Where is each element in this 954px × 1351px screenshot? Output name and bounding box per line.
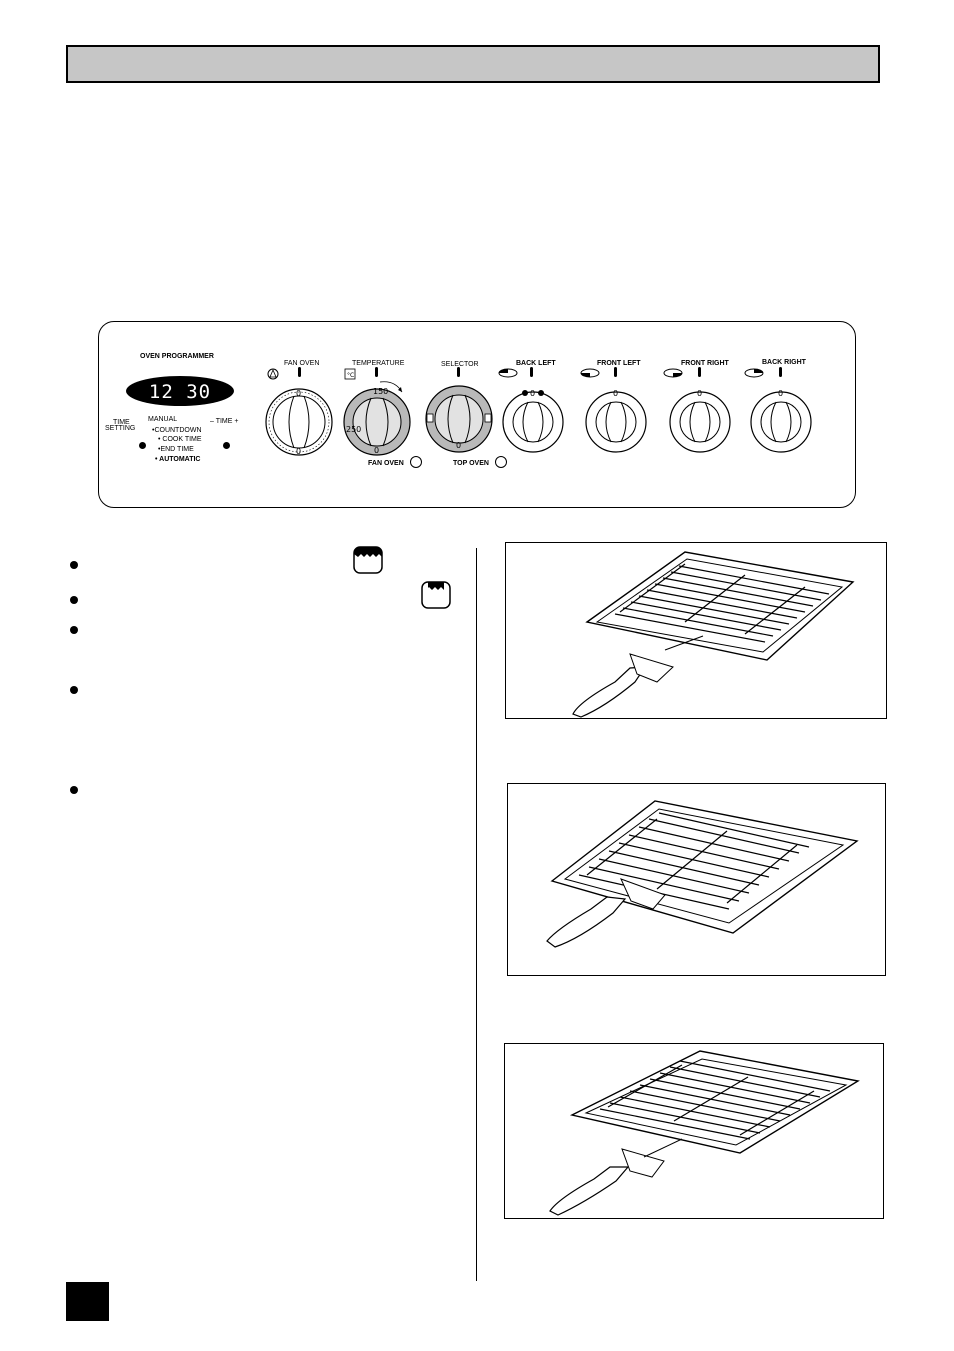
svg-text:0: 0 [778, 389, 783, 398]
svg-text:0: 0 [697, 389, 702, 398]
knob-label-fan-oven: FAN OVEN [284, 360, 320, 367]
celsius-symbol-icon: °C [344, 368, 356, 380]
svg-text:°C: °C [347, 372, 354, 379]
back-left-knob: 0 [502, 389, 564, 453]
fan-oven-lamp-label: FAN OVEN [368, 460, 404, 467]
grill-pan-figure-2 [546, 800, 859, 948]
knob-label-back-left: BACK LEFT [516, 360, 556, 367]
header-bar [66, 45, 880, 83]
grill-pan-figure-3 [549, 1050, 860, 1216]
mode-automatic: • AUTOMATIC [155, 456, 201, 463]
bullet-4 [70, 686, 78, 694]
svg-text:0: 0 [296, 447, 301, 456]
time-adjust-button[interactable] [223, 442, 230, 449]
front-left-knob: 0 [585, 389, 647, 453]
knobs-graphic: °C 0 0 150 250 0 0 0 [265, 367, 812, 456]
bullet-2 [70, 596, 78, 604]
control-panel [98, 321, 856, 508]
front-right-knob: 0 [669, 389, 731, 453]
hob-indicator-back-right [744, 368, 764, 378]
knob-label-temperature: TEMPERATURE [352, 360, 405, 367]
bullet-5 [70, 786, 78, 794]
temperature-knob: 150 250 0 [343, 387, 411, 456]
selector-knob: 0 [425, 385, 493, 453]
svg-text:0: 0 [374, 446, 379, 455]
knob-label-selector: SELECTOR [441, 361, 479, 368]
clock-display: 12 30 [126, 376, 234, 406]
svg-text:0: 0 [530, 389, 535, 398]
fan-symbol-icon [267, 368, 279, 380]
mode-countdown: •COUNTDOWN [152, 427, 202, 434]
svg-text:0: 0 [456, 441, 461, 450]
top-oven-lamp [495, 456, 507, 468]
bullet-3 [70, 626, 78, 634]
time-adjust-label: – TIME + [210, 418, 239, 425]
time-setting-label-1: TIME [113, 419, 130, 426]
knob-label-back-right: BACK RIGHT [762, 359, 806, 366]
svg-text:150: 150 [373, 387, 388, 396]
mode-end-time: •END TIME [158, 446, 194, 453]
svg-text:0: 0 [296, 389, 301, 398]
time-setting-button[interactable] [139, 442, 146, 449]
fan-oven-lamp [410, 456, 422, 468]
fan-oven-knob: 0 0 [265, 388, 333, 456]
page-number-block [66, 1282, 109, 1321]
hob-indicator-front-right [663, 368, 683, 378]
mode-manual: MANUAL [148, 416, 178, 423]
time-setting-label-2: SETTING [105, 425, 136, 432]
grill-pan-figure-1 [572, 551, 855, 718]
programmer-title: OVEN PROGRAMMER [140, 353, 214, 360]
hob-indicator-back-left [498, 368, 518, 378]
svg-text:0: 0 [613, 389, 618, 398]
grill-full-icon [353, 546, 383, 574]
hob-indicator-front-left [580, 368, 600, 378]
display-time: 12 30 [148, 381, 212, 403]
column-divider [476, 548, 477, 1281]
svg-text:250: 250 [346, 425, 361, 434]
mode-cook-time: • COOK TIME [158, 436, 202, 443]
grill-half-icon [421, 581, 451, 609]
top-oven-lamp-label: TOP OVEN [453, 460, 489, 467]
bullet-1 [70, 561, 78, 569]
knob-label-front-right: FRONT RIGHT [681, 360, 729, 367]
back-right-knob: 0 [750, 389, 812, 453]
knob-label-front-left: FRONT LEFT [597, 360, 641, 367]
